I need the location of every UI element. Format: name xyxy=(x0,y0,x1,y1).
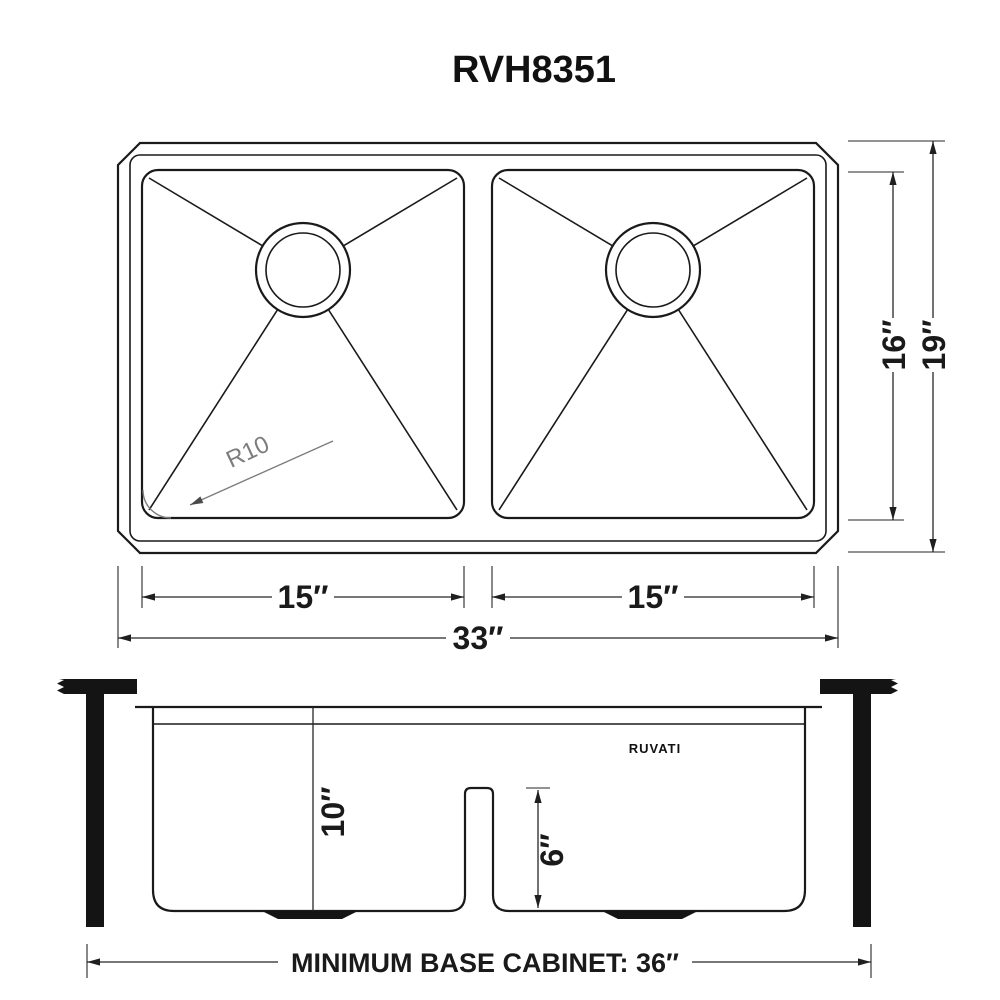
dim-overall-width: 33″ xyxy=(453,620,504,656)
drain-left-inner xyxy=(265,232,341,308)
page-title: RVH8351 xyxy=(452,49,616,91)
bowl-right xyxy=(490,168,816,520)
drain-right-inner xyxy=(615,232,691,308)
top-view: R10 16″ 19″ 15″ xyxy=(116,140,952,656)
countertop-right xyxy=(820,679,898,694)
bowl-left-outline xyxy=(140,168,466,520)
dim-bowl-depth: 10″ xyxy=(315,787,351,838)
cabinet-wall-right xyxy=(853,694,871,927)
bowl-right-outline xyxy=(490,168,816,520)
front-view: RUVATI 10″ 6″ MINIMUM BASE CABINET: 36″ xyxy=(57,679,898,978)
countertop-left xyxy=(57,679,137,694)
drain-fitting-right xyxy=(602,911,698,919)
cabinet-wall-left xyxy=(86,694,104,927)
dim-bowl-front-to-back: 16″ xyxy=(876,320,912,371)
depth-dimensions: 16″ 19″ xyxy=(848,140,952,553)
brand-logo: RUVATI xyxy=(629,741,681,756)
width-dimensions: 15″ 15″ 33″ xyxy=(117,566,839,656)
base-cabinet-label: MINIMUM BASE CABINET: 36″ xyxy=(291,948,679,978)
dim-overall-front-to-back: 19″ xyxy=(916,320,952,371)
drain-left-outer xyxy=(254,221,352,319)
drain-fitting-left xyxy=(262,911,358,919)
dim-bowl2-width: 15″ xyxy=(628,579,679,615)
sink-inner-rim xyxy=(129,154,827,542)
base-cabinet-dimension: MINIMUM BASE CABINET: 36″ xyxy=(86,944,872,978)
drain-right-outer xyxy=(604,221,702,319)
dim-bowl1-width: 15″ xyxy=(278,579,329,615)
dim-divider-height: 6″ xyxy=(534,833,570,866)
bowl-left xyxy=(140,168,466,520)
sink-outer-edge xyxy=(116,141,840,555)
radius-callout: R10 xyxy=(222,431,273,474)
radius-leader-line xyxy=(189,440,334,506)
sink-body-section xyxy=(151,707,807,913)
radius-arc xyxy=(142,489,172,519)
